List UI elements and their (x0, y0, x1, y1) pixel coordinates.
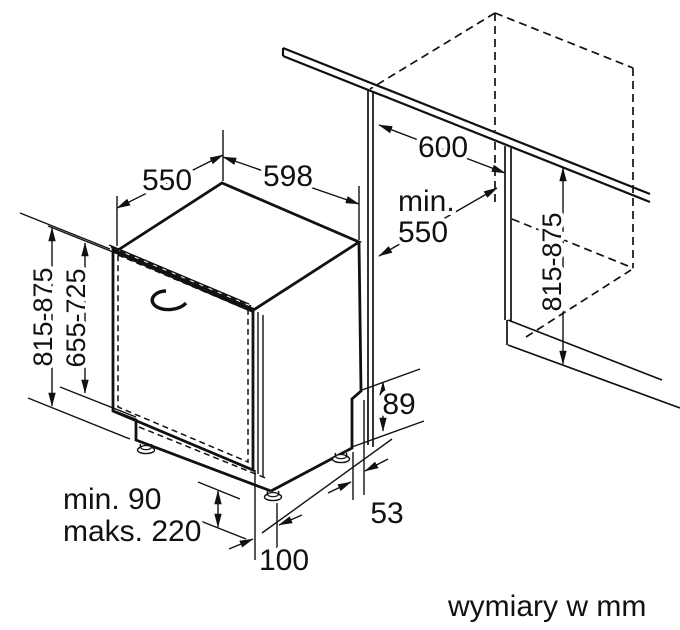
door-inner-dashed-border (117, 253, 249, 464)
dimension-labels: 550 598 600 min. 550 815-875 655-725 815… (24, 127, 571, 581)
panel-bottom-edge (507, 319, 663, 381)
dimension-lines (48, 124, 567, 550)
countertop (281, 46, 651, 204)
dim-550-line (116, 154, 224, 209)
dim-598-line (222, 156, 360, 205)
body-back-bottom-edge (270, 241, 363, 493)
dishwasher-door (111, 247, 255, 473)
door-handle (150, 289, 188, 312)
niche-left-side-panel (367, 89, 374, 447)
base-front-edge (112, 409, 272, 493)
base-dashed-line (138, 426, 269, 480)
countertop-bottom-edge (282, 54, 651, 204)
adjustable-foot-front (263, 490, 283, 502)
dim-600-line (378, 124, 506, 174)
extension-lines (19, 130, 425, 560)
label-right-height-range: 815-875 (537, 212, 567, 311)
dim-100-arrow-left (228, 538, 254, 550)
label-top-width: 598 (263, 160, 313, 193)
dishwasher (108, 181, 393, 534)
label-door-height-range: 655-725 (61, 268, 91, 367)
label-niche-depth-value: 550 (398, 216, 448, 249)
adjustable-foot-right (331, 452, 351, 464)
dim-53-arrow-left (327, 481, 352, 494)
label-base-step-depth: 53 (370, 497, 403, 530)
dim-53-arrow-right (364, 458, 389, 472)
label-base-front-offset: 100 (259, 544, 309, 577)
dim-min550-line (378, 187, 498, 257)
label-top-depth: 550 (142, 164, 192, 197)
label-left-height-range: 815-875 (28, 267, 58, 366)
dim-100-arrow-right (278, 514, 303, 526)
countertop-top-edge (282, 46, 651, 196)
niche-right-side-panel (504, 146, 680, 409)
niche-dashed-outline (369, 12, 634, 338)
body-front-top-edge (108, 244, 250, 305)
label-base-step-height: 89 (382, 388, 415, 421)
adjustable-foot-left (136, 443, 156, 455)
label-niche-depth-prefix: min. (398, 185, 455, 218)
body-front-top-dashed (110, 246, 252, 307)
label-niche-width: 600 (418, 131, 468, 164)
dishwasher-top-face (112, 181, 362, 313)
label-plinth-min: min. 90 (63, 483, 161, 516)
floor-line-right (507, 344, 680, 409)
footer-units-note: wymiary w mm (447, 590, 646, 623)
label-plinth-max: maks. 220 (63, 515, 201, 548)
